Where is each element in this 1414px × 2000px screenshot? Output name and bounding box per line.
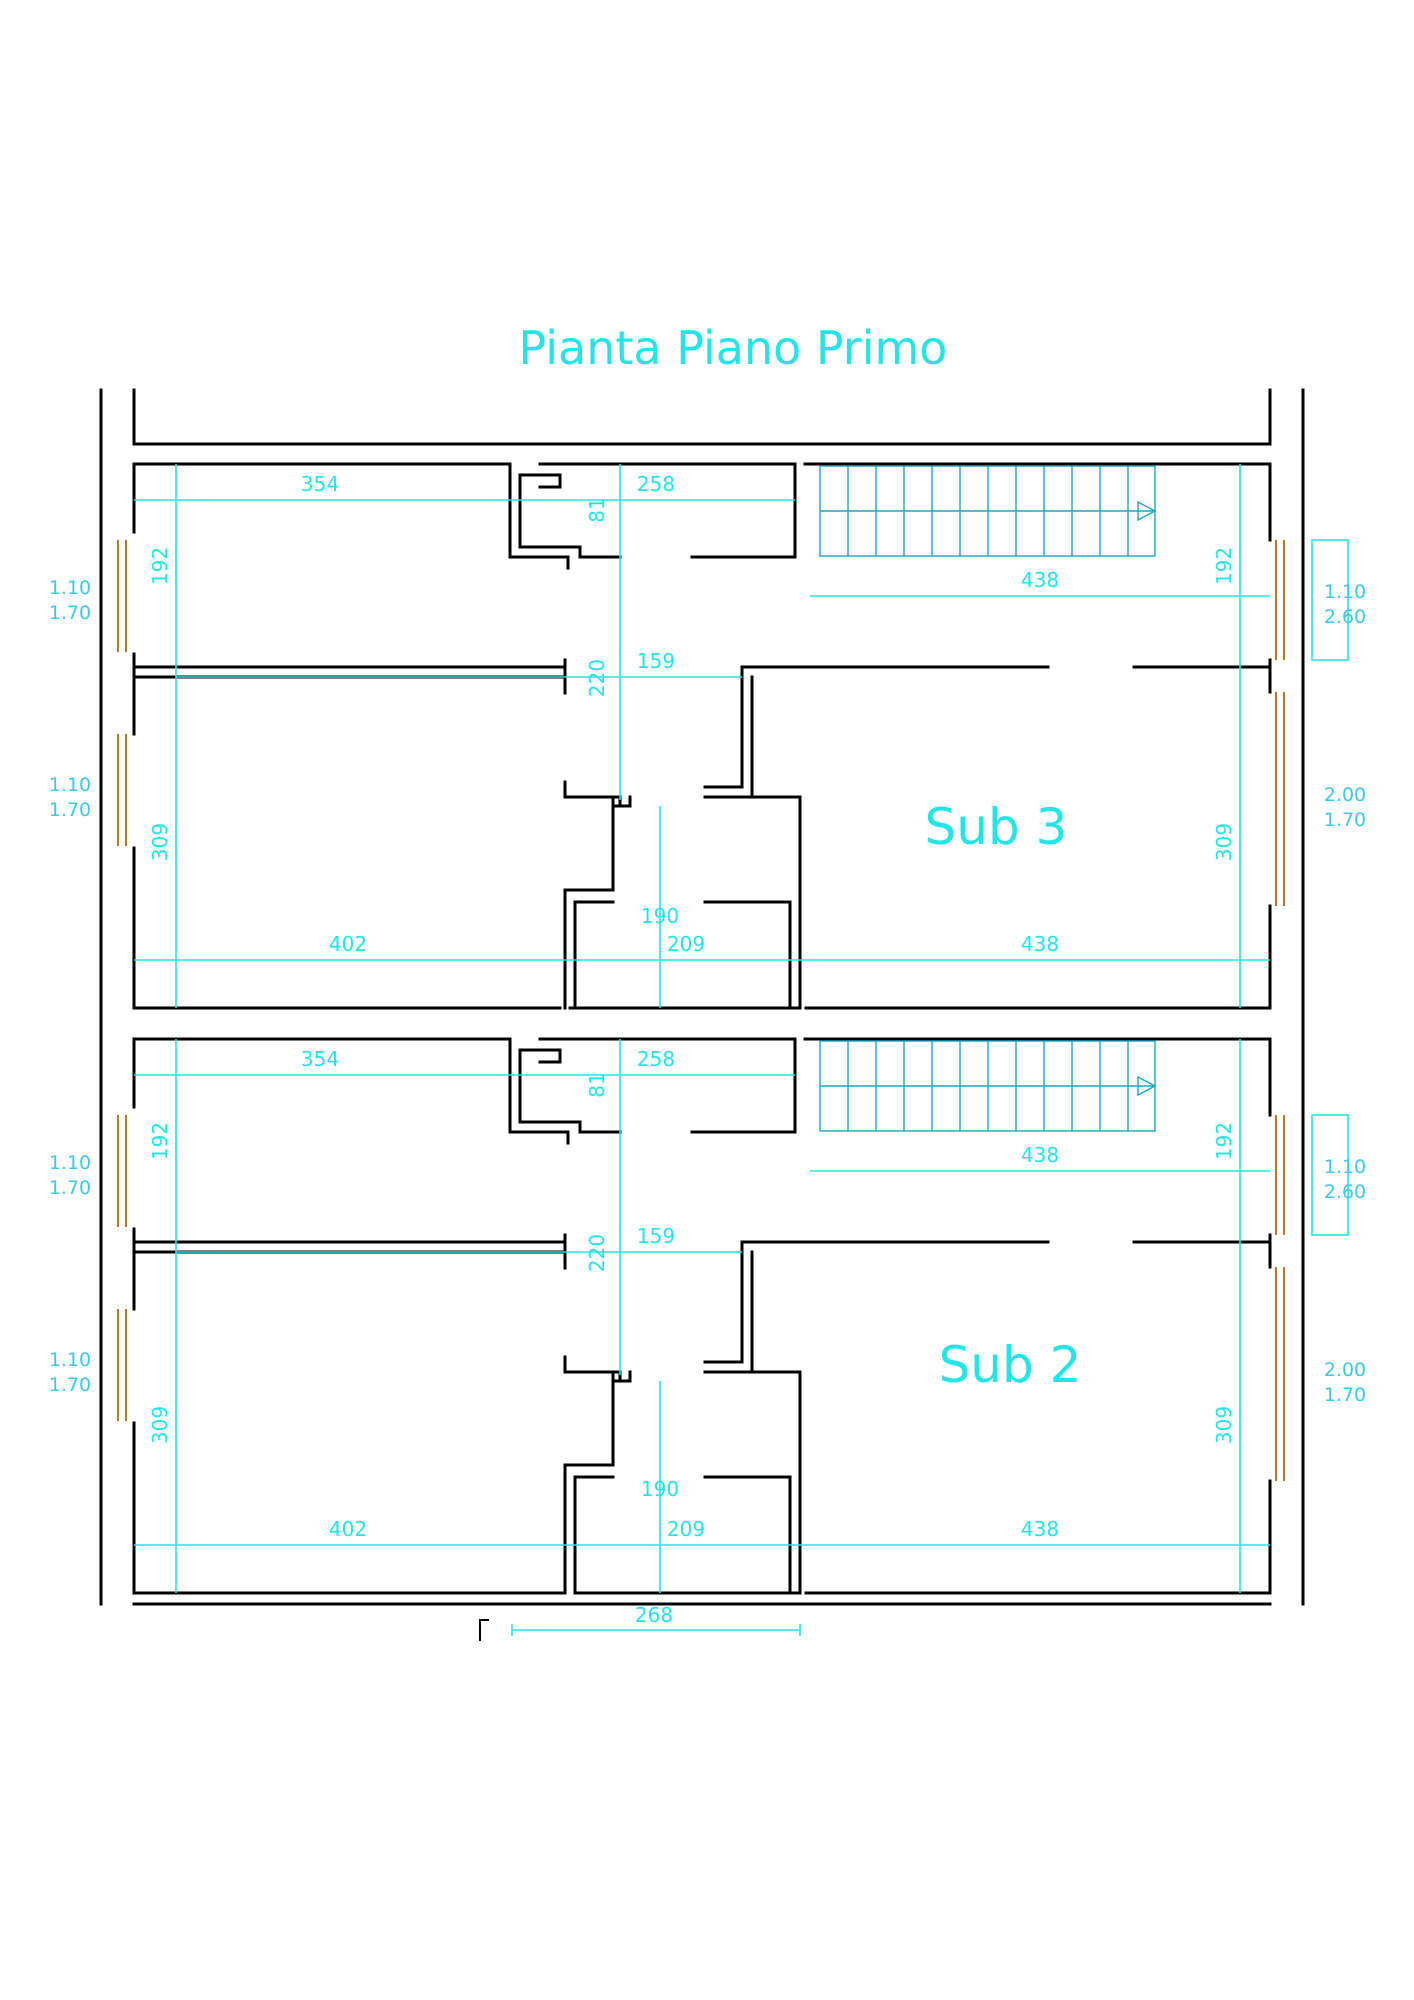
opening-height: 1.70	[49, 602, 91, 624]
dim-stair-length: 438	[1021, 568, 1059, 592]
unit-label: Sub 2	[939, 1336, 1082, 1394]
dim-small-depth: 81	[585, 1072, 609, 1097]
dim-corridor-height: 220	[585, 659, 609, 697]
dimension-lines	[134, 1039, 1270, 1593]
dim-bottom-mid-width: 209	[667, 1517, 705, 1541]
dimension-lines	[134, 464, 1270, 1008]
outer-boundary	[99, 388, 1305, 1606]
opening-width: 1.10	[49, 1152, 91, 1174]
dim-left-bottom-height: 309	[148, 823, 172, 861]
opening-height: 1.70	[49, 1374, 91, 1396]
opening-left-top: 1.10 1.70	[49, 577, 91, 624]
opening-height: 2.60	[1324, 606, 1366, 628]
opening-left-top: 1.10 1.70	[49, 1152, 91, 1199]
dim-bath-depth: 190	[641, 1477, 679, 1501]
opening-width: 1.10	[1324, 581, 1366, 603]
dim-bath-depth: 190	[641, 904, 679, 928]
dim-right-top-height: 192	[1212, 547, 1236, 585]
opening-width: 2.00	[1324, 1359, 1366, 1381]
staircase	[819, 465, 1157, 557]
dim-bottom-left-width: 402	[329, 1517, 367, 1541]
opening-width: 1.10	[49, 577, 91, 599]
opening-right-bottom: 2.00 1.70	[1324, 784, 1366, 831]
dim-bottom-right-width: 438	[1021, 1517, 1059, 1541]
opening-height: 1.70	[1324, 1384, 1366, 1406]
dim-right-bottom-height: 309	[1212, 823, 1236, 861]
opening-right-bottom: 2.00 1.70	[1324, 1359, 1366, 1406]
dim-bottom-span: 268	[635, 1603, 673, 1627]
dim-stair-length: 438	[1021, 1143, 1059, 1167]
dim-bottom-left-width: 402	[329, 932, 367, 956]
opening-height: 1.70	[1324, 809, 1366, 831]
dim-left-top-height: 192	[148, 1122, 172, 1160]
dim-top-mid-width: 258	[637, 472, 675, 496]
unit-sub-2: Sub 2 354 258 81 438 192 192 159 220 309…	[49, 1037, 1366, 1595]
dim-corridor-width: 159	[637, 649, 675, 673]
opening-width: 2.00	[1324, 784, 1366, 806]
dim-top-left-width: 354	[301, 472, 339, 496]
opening-left-bottom: 1.10 1.70	[49, 774, 91, 821]
opening-width: 1.10	[49, 1349, 91, 1371]
dim-small-depth: 81	[585, 497, 609, 522]
dim-bottom-right-width: 438	[1021, 932, 1059, 956]
dim-corridor-width: 159	[637, 1224, 675, 1248]
dim-bottom-mid-width: 209	[667, 932, 705, 956]
dim-top-mid-width: 258	[637, 1047, 675, 1071]
bottom-dimension: 268	[479, 1603, 801, 1641]
windows	[117, 1114, 1349, 1481]
dim-top-left-width: 354	[301, 1047, 339, 1071]
opening-width: 1.10	[49, 774, 91, 796]
plan-title: Pianta Piano Primo	[519, 321, 948, 375]
dim-right-top-height: 192	[1212, 1122, 1236, 1160]
opening-height: 2.60	[1324, 1181, 1366, 1203]
opening-right-top: 1.10 2.60	[1324, 1156, 1366, 1203]
opening-right-top: 1.10 2.60	[1324, 581, 1366, 628]
dim-right-bottom-height: 309	[1212, 1406, 1236, 1444]
staircase	[819, 1040, 1157, 1132]
dim-left-top-height: 192	[148, 547, 172, 585]
unit-sub-3: Sub 3 354 258 81 438 192 192 159 220 309…	[49, 462, 1366, 1010]
opening-left-bottom: 1.10 1.70	[49, 1349, 91, 1396]
opening-height: 1.70	[49, 1177, 91, 1199]
unit-label: Sub 3	[925, 798, 1068, 856]
windows	[117, 539, 1349, 906]
opening-height: 1.70	[49, 799, 91, 821]
dim-corridor-height: 220	[585, 1234, 609, 1272]
opening-width: 1.10	[1324, 1156, 1366, 1178]
dim-left-bottom-height: 309	[148, 1406, 172, 1444]
